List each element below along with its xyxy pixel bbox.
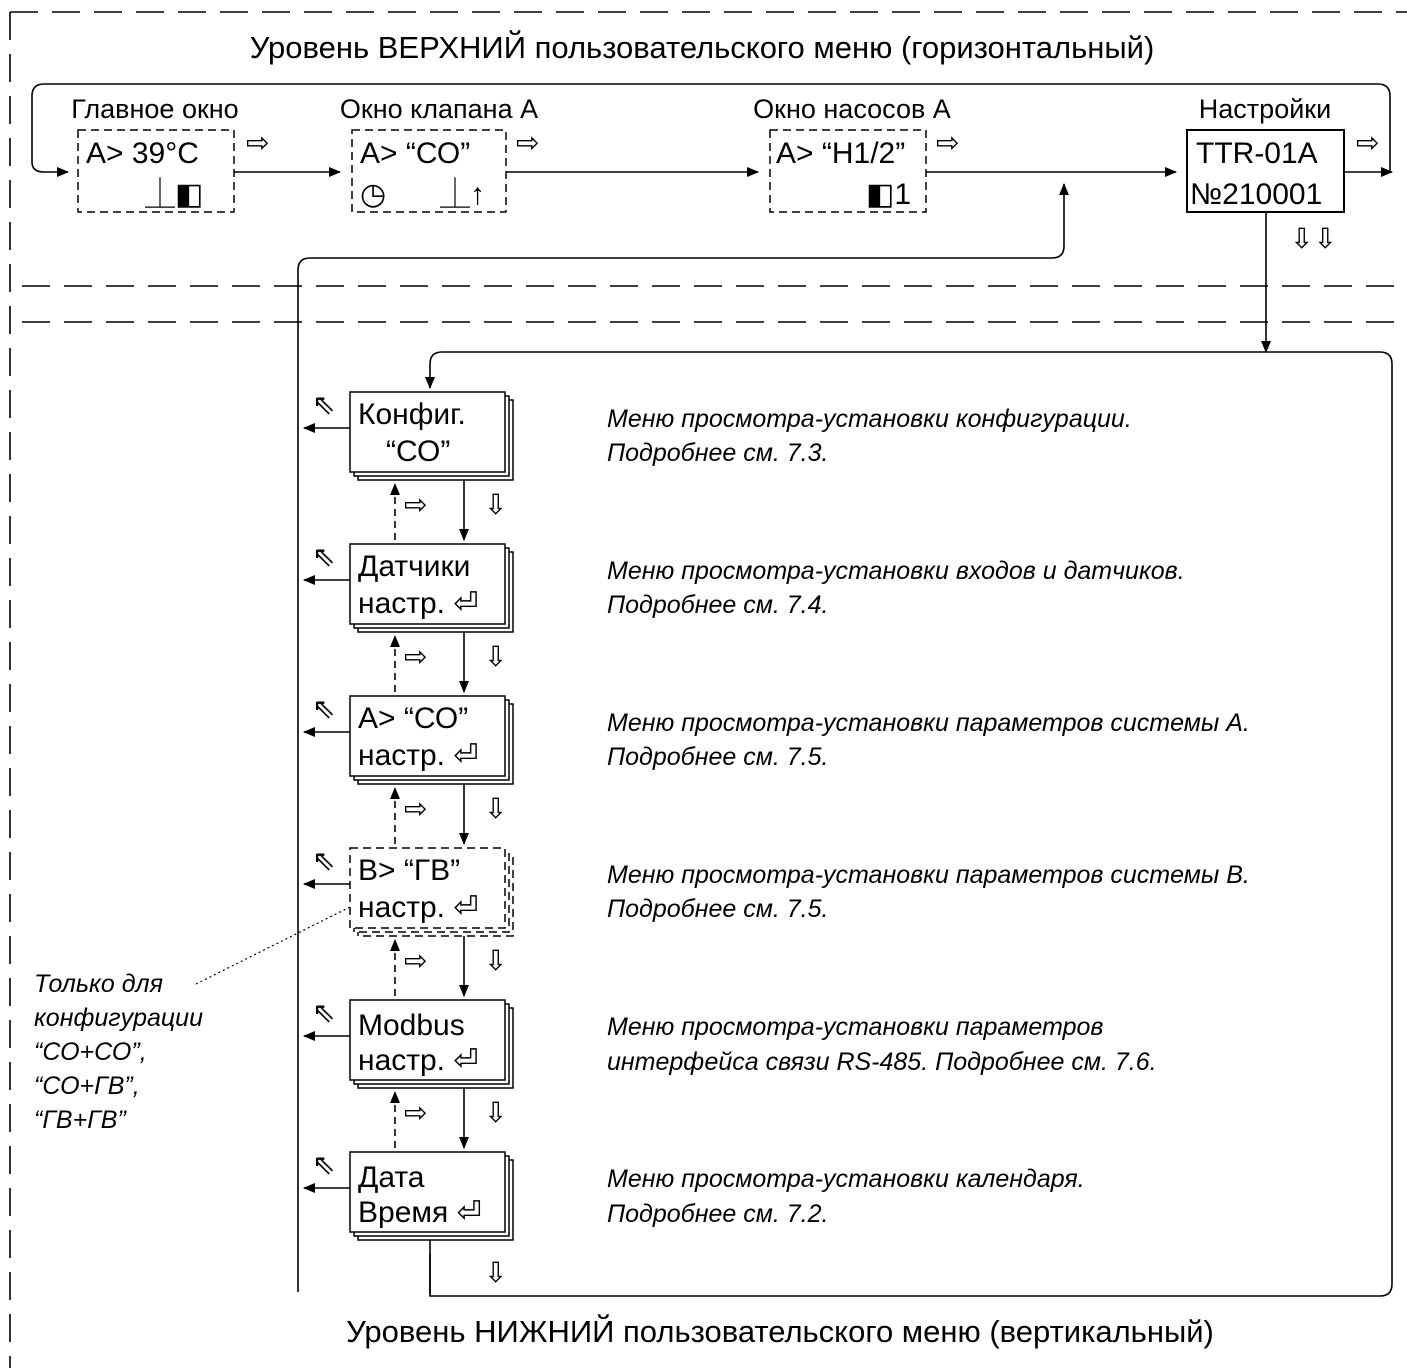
menu-item-line2: настр. ⏎ xyxy=(358,1044,478,1077)
bottom-level-title: Уровень НИЖНИЙ пользовательского меню (в… xyxy=(346,1313,1214,1349)
side-note-line: “ГВ+ГВ” xyxy=(34,1106,127,1134)
right-arrow-icon: ⇨ xyxy=(404,793,427,824)
right-arrow-icon: ⇨ xyxy=(404,945,427,976)
menu-item-desc1: Меню просмотра-установки параметров сист… xyxy=(607,861,1250,889)
pumps-window[interactable]: Окно насосов А A> “H1/2” ◧1 xyxy=(753,94,951,213)
valve-window[interactable]: Окно клапана А A> “СО” ◷ ⏊↑ xyxy=(340,94,538,213)
right-arrow-icon: ⇨ xyxy=(1356,127,1379,158)
menu-item-box xyxy=(349,847,506,929)
menu-item-system-a[interactable]: A> “СО” настр. ⏎ Меню просмотра-установк… xyxy=(349,695,1250,785)
down-arrow-icon: ⇩ xyxy=(484,793,507,824)
side-note-line: Только для xyxy=(34,970,163,998)
menu-item-desc2: Подробнее см. 7.3. xyxy=(607,439,828,467)
menu-item-box xyxy=(349,391,506,473)
menu-item-line1: Modbus xyxy=(358,1009,465,1042)
menu-item-desc1: Меню просмотра-установки конфигурации. xyxy=(607,405,1132,433)
menu-item-desc1: Меню просмотра-установки параметров сист… xyxy=(607,709,1250,737)
settings-window[interactable]: Настройки TTR-01A №210001 xyxy=(1186,94,1345,213)
side-note-line: “СО+СО”, xyxy=(34,1038,147,1066)
menu-item-desc2: Подробнее см. 7.2. xyxy=(607,1200,828,1228)
down-arrow-icon: ⇩ xyxy=(484,1097,507,1128)
menu-item-system-b[interactable]: B> “ГВ” настр. ⏎ Меню просмотра-установк… xyxy=(349,847,1250,937)
diag-arrow-icon: ⇖ xyxy=(312,693,335,724)
down-arrow-icon: ⇩ xyxy=(484,641,507,672)
valve-window-line1: A> “СО” xyxy=(360,137,470,170)
diag-arrow-icon: ⇖ xyxy=(312,1149,335,1180)
menu-item-config[interactable]: Конфиг. “СО” Меню просмотра-установки ко… xyxy=(349,391,1132,481)
right-arrow-icon: ⇨ xyxy=(936,127,959,158)
main-window-line2: ⏊◧ xyxy=(145,177,203,211)
valve-window-box xyxy=(351,129,507,213)
side-note-leader xyxy=(195,905,353,985)
settings-window-line2: №210001 xyxy=(1190,178,1322,211)
right-arrow-icon: ⇨ xyxy=(246,127,269,158)
menu-item-line1: Дата xyxy=(358,1161,425,1194)
side-note-line: “СО+ГВ”, xyxy=(34,1072,140,1100)
menu-item-sensors[interactable]: Датчики настр. ⏎ Меню просмотра-установк… xyxy=(349,543,1185,633)
level-separators xyxy=(9,11,1407,1368)
down-arrow-icon: ⇩ xyxy=(484,1257,507,1288)
top-level-title: Уровень ВЕРХНИЙ пользовательского меню (… xyxy=(250,29,1155,65)
menu-item-desc2: Подробнее см. 7.5. xyxy=(607,743,828,771)
diag-arrow-icon: ⇖ xyxy=(312,845,335,876)
menu-item-desc2: интерфейса связи RS-485. Подробнее см. 7… xyxy=(607,1048,1157,1076)
settings-window-box xyxy=(1186,129,1345,213)
clock-icon: ◷ xyxy=(360,178,386,211)
pumps-window-line1: A> “H1/2” xyxy=(776,137,905,170)
menu-item-datetime[interactable]: Дата Время ⏎ Меню просмотра-установки ка… xyxy=(349,1151,1085,1241)
diag-arrow-icon: ⇖ xyxy=(312,997,335,1028)
main-window-line1: A> 39°C xyxy=(86,137,199,170)
pumps-window-label: Окно насосов А xyxy=(753,94,951,124)
menu-item-line1: Датчики xyxy=(358,550,470,583)
menu-item-desc2: Подробнее см. 7.5. xyxy=(607,895,828,923)
menu-item-line1: B> “ГВ” xyxy=(358,854,460,887)
right-arrow-icon: ⇨ xyxy=(404,1097,427,1128)
menu-item-box xyxy=(349,695,506,777)
valve-window-label: Окно клапана А xyxy=(340,94,538,124)
down-arrow-icon: ⇩ xyxy=(484,945,507,976)
menu-item-line2: настр. ⏎ xyxy=(358,739,478,772)
menu-item-box xyxy=(349,999,506,1081)
valve-window-line2: ⏊↑ xyxy=(440,177,485,211)
right-arrow-icon: ⇨ xyxy=(516,127,539,158)
diag-arrow-icon: ⇖ xyxy=(312,541,335,572)
menu-item-line2: “СО” xyxy=(386,435,450,468)
exit-arrows xyxy=(303,423,350,1193)
right-arrow-icon: ⇨ xyxy=(404,489,427,520)
settings-window-line1: TTR-01A xyxy=(1196,137,1318,170)
side-note-line: конфигурации xyxy=(34,1004,203,1032)
menu-item-line1: Конфиг. xyxy=(358,398,466,431)
menu-item-desc1: Меню просмотра-установки параметров xyxy=(607,1013,1103,1041)
diag-arrow-icon: ⇖ xyxy=(312,389,335,420)
menu-item-modbus[interactable]: Modbus настр. ⏎ Меню просмотра-установки… xyxy=(349,999,1157,1089)
menu-item-line2: Время ⏎ xyxy=(358,1196,482,1229)
right-arrow-icon: ⇨ xyxy=(404,641,427,672)
menu-item-box xyxy=(349,1151,506,1233)
menu-item-line2: настр. ⏎ xyxy=(358,587,478,620)
main-window[interactable]: Главное окно A> 39°C ⏊◧ xyxy=(71,94,239,213)
lower-entry-connector xyxy=(425,351,1266,389)
menu-item-desc1: Меню просмотра-установки календаря. xyxy=(607,1165,1085,1193)
pumps-window-line2: ◧1 xyxy=(866,178,911,211)
down-arrow-icon: ⇩ xyxy=(484,489,507,520)
side-note: Только для конфигурации “СО+СО”, “СО+ГВ”… xyxy=(34,905,353,1134)
top-loop-connector xyxy=(31,83,1391,177)
main-window-box xyxy=(77,129,235,213)
menu-item-line2: настр. ⏎ xyxy=(358,891,478,924)
settings-window-label: Настройки xyxy=(1199,94,1331,124)
main-window-label: Главное окно xyxy=(71,94,238,124)
menu-item-line1: A> “СО” xyxy=(358,702,468,735)
double-down-arrow-icon: ⇩⇩ xyxy=(1290,223,1337,254)
menu-item-box xyxy=(349,543,506,625)
menu-item-desc2: Подробнее см. 7.4. xyxy=(607,591,828,619)
menu-item-desc1: Меню просмотра-установки входов и датчик… xyxy=(607,557,1185,585)
pumps-window-box xyxy=(769,129,927,213)
vertical-connectors xyxy=(429,480,469,1296)
return-connector xyxy=(297,183,1069,1292)
lower-loop-connector xyxy=(429,351,1393,1297)
